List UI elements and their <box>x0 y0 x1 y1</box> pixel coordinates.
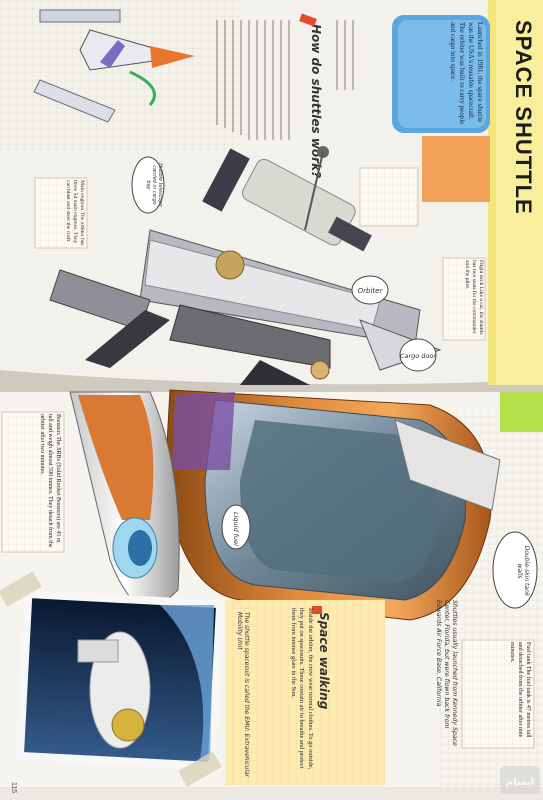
watermark-logo: ایسام <box>500 766 540 794</box>
grid-paper-top <box>0 0 240 150</box>
emu-handwritten-label <box>6 598 28 768</box>
body-text-column <box>216 20 354 140</box>
tape <box>178 751 222 787</box>
telescope-label <box>131 156 165 214</box>
fuel-tank-text: Fuel tank The fuel tank is 47 metres tal… <box>509 642 531 738</box>
external-fuel-tank <box>164 389 501 621</box>
tape <box>0 571 42 607</box>
section-heading: How do shuttles work? <box>309 24 323 178</box>
svg-text:Liquid fuel: Liquid fuel <box>232 512 240 546</box>
telescope-label-text: Hubble telescope carried in cargo bay <box>145 163 163 207</box>
spacewalk-panel <box>225 600 385 785</box>
orange-panel <box>422 136 490 202</box>
svg-text:Orbiter: Orbiter <box>358 287 384 295</box>
page-title: SPACE SHUTTLE <box>511 20 536 215</box>
spacewalk-heading: Space walking <box>317 612 331 710</box>
orbiter-cutaway <box>49 229 442 385</box>
launch-caption: Shuttles usually launched from Kennedy S… <box>435 600 458 746</box>
svg-text:ایسام: ایسام <box>506 777 534 788</box>
boosters-box <box>1 411 65 553</box>
boosters-text: Boosters The SRBs (Solid Rocket Boosters… <box>39 414 61 548</box>
flight-deck-text: Flight deck Like a car, the shuttle has … <box>464 260 484 335</box>
page-number: 115 <box>10 782 17 793</box>
orbiter-label: Orbiter <box>351 275 389 305</box>
cargo-bay-box <box>359 167 419 227</box>
astronaut-photo <box>15 589 225 771</box>
double-skin-text: Double-skin tank walls <box>516 545 530 597</box>
svg-text:Cargo door: Cargo door <box>400 352 437 360</box>
title-strip <box>488 0 543 385</box>
emu-caption: The shuttle spacesuit is called the EMU:… <box>236 612 250 778</box>
fuel-tank-box <box>461 639 535 749</box>
double-skin-label <box>492 531 538 609</box>
intro-text: Launched in 1981, the space shuttle was … <box>449 22 484 125</box>
main-engines-text: Main engines The orbiter has three 54 ma… <box>65 180 85 246</box>
green-tab <box>500 392 543 432</box>
flight-deck-box <box>442 257 486 341</box>
liquid-fuel-label: Liquid fuel <box>221 504 251 550</box>
spacewalk-text: Inside the orbiter, the crew wear normal… <box>290 608 314 770</box>
shuttle-launch-icon <box>33 9 195 123</box>
main-engines-box <box>34 177 88 249</box>
intro-panel <box>392 15 490 133</box>
hubble-telescope <box>202 146 372 252</box>
cargo-door-label: Cargo door <box>399 338 437 372</box>
solid-rocket-booster <box>69 391 180 616</box>
